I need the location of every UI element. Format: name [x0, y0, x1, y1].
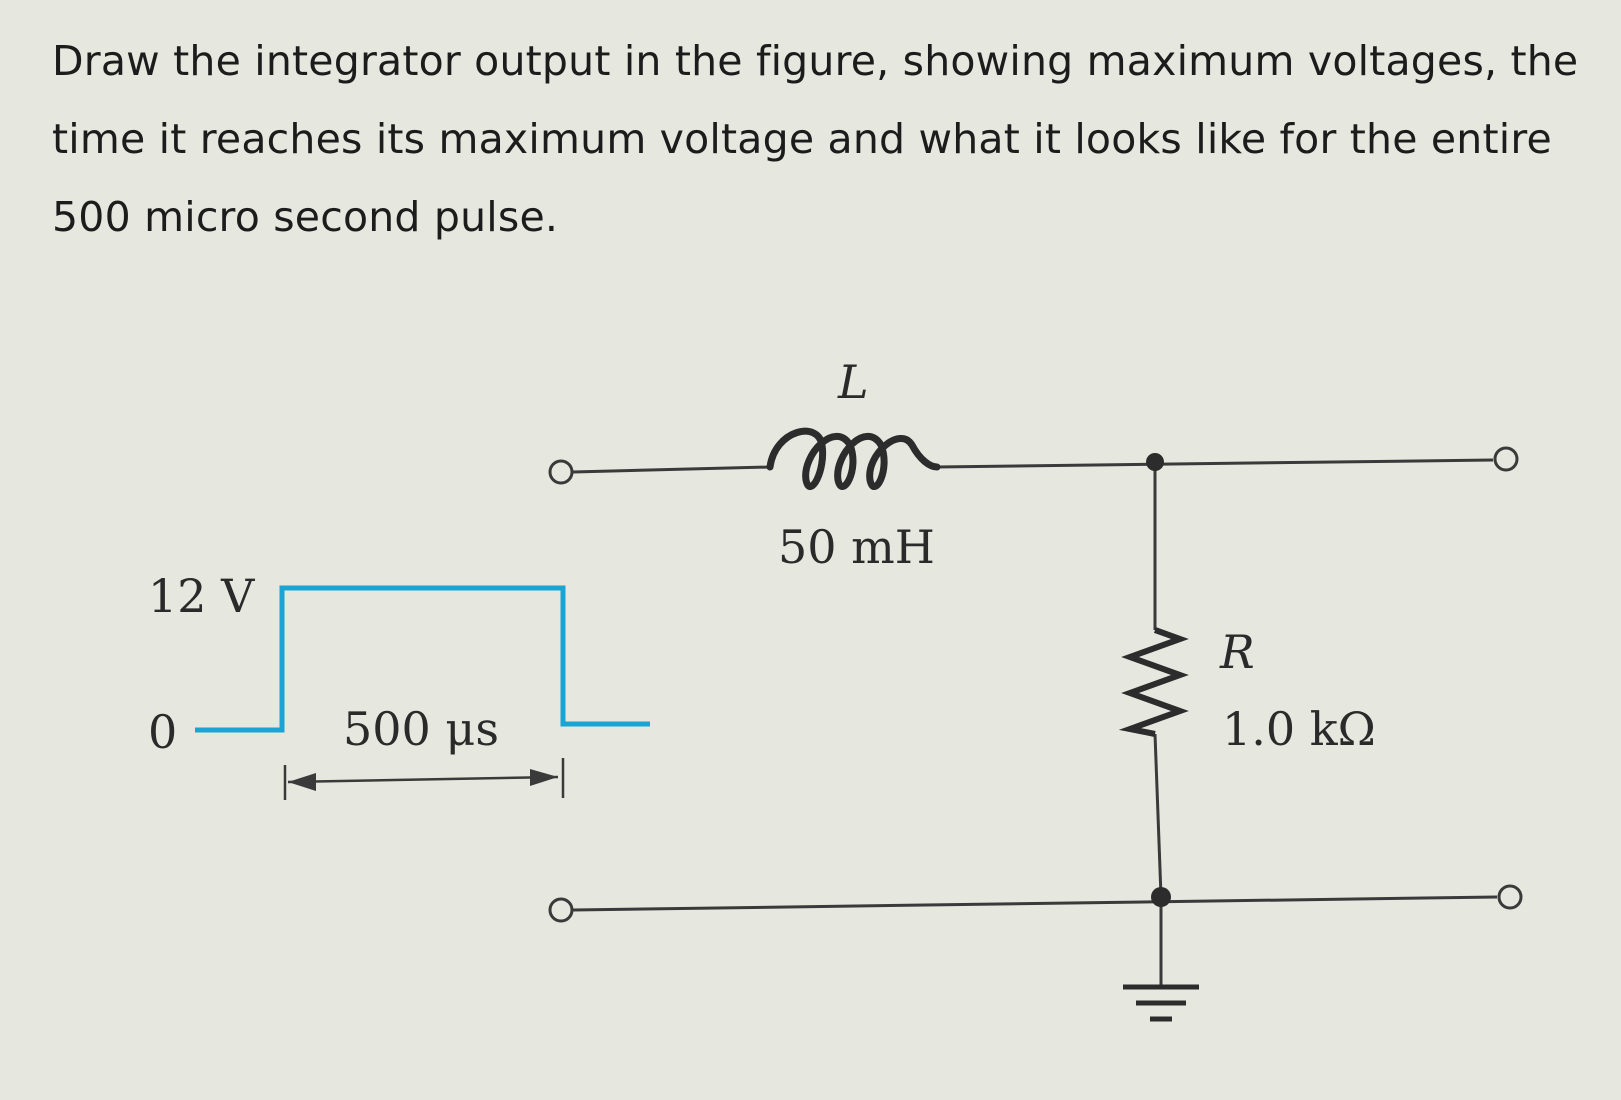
output-terminal-bottom: [1497, 884, 1523, 910]
bottom-junction-node: [1151, 887, 1171, 907]
pulse-high-label: 12 V: [148, 569, 255, 623]
ground-icon: [1123, 984, 1199, 1022]
question-text: Draw the integrator output in the figure…: [52, 37, 1579, 241]
pulse-width-dimension-arrow: [283, 758, 565, 800]
inductor-value-label: 50 mH: [778, 520, 935, 574]
input-pulse-waveform: 12 V 0 500 μs: [148, 569, 650, 800]
inductor-coil: [766, 427, 941, 491]
pulse-width-label: 500 μs: [343, 702, 499, 756]
pulse-trace: [195, 585, 650, 733]
inductor-l: L 50 mH: [766, 355, 941, 574]
resistor-r: R 1.0 kΩ: [1118, 625, 1376, 756]
inductor-symbol-label: L: [837, 355, 869, 409]
resistor-zigzag: [1118, 627, 1189, 737]
input-terminal-top: [548, 459, 574, 485]
top-junction-node: [1146, 453, 1164, 471]
resistor-symbol-label: R: [1219, 625, 1255, 679]
pulse-low-label: 0: [148, 705, 177, 759]
input-terminal-bottom: [548, 897, 574, 923]
circuit-wiring: [572, 458, 1498, 985]
terminals: [548, 446, 1523, 923]
output-terminal-top: [1493, 446, 1519, 472]
resistor-value-label: 1.0 kΩ: [1222, 702, 1376, 756]
